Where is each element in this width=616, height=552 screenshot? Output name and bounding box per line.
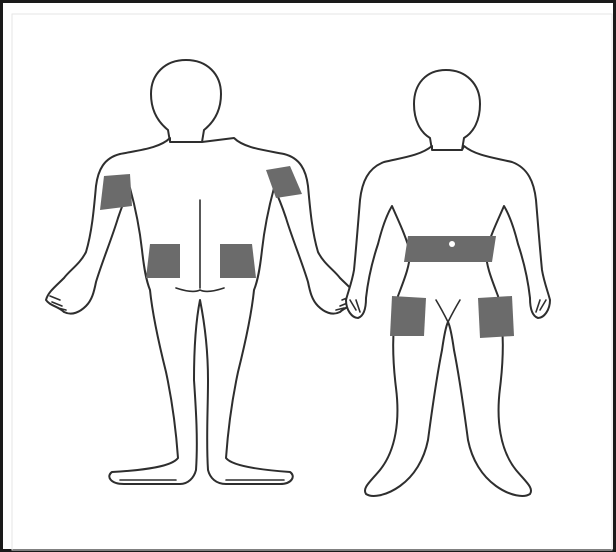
back-figure-body — [46, 138, 358, 484]
zone-front-right-thigh — [478, 296, 514, 338]
back-view-figure — [46, 60, 358, 484]
zone-back-right-buttock — [220, 244, 256, 278]
zone-back-left-upper-arm — [100, 174, 132, 210]
navel-icon — [449, 241, 455, 247]
front-figure-head — [414, 70, 480, 150]
zone-front-left-thigh — [390, 296, 426, 336]
back-figure-head — [151, 60, 221, 142]
front-view-figure — [346, 70, 550, 496]
zone-front-abdomen — [404, 236, 496, 262]
zone-back-left-buttock — [146, 244, 180, 278]
